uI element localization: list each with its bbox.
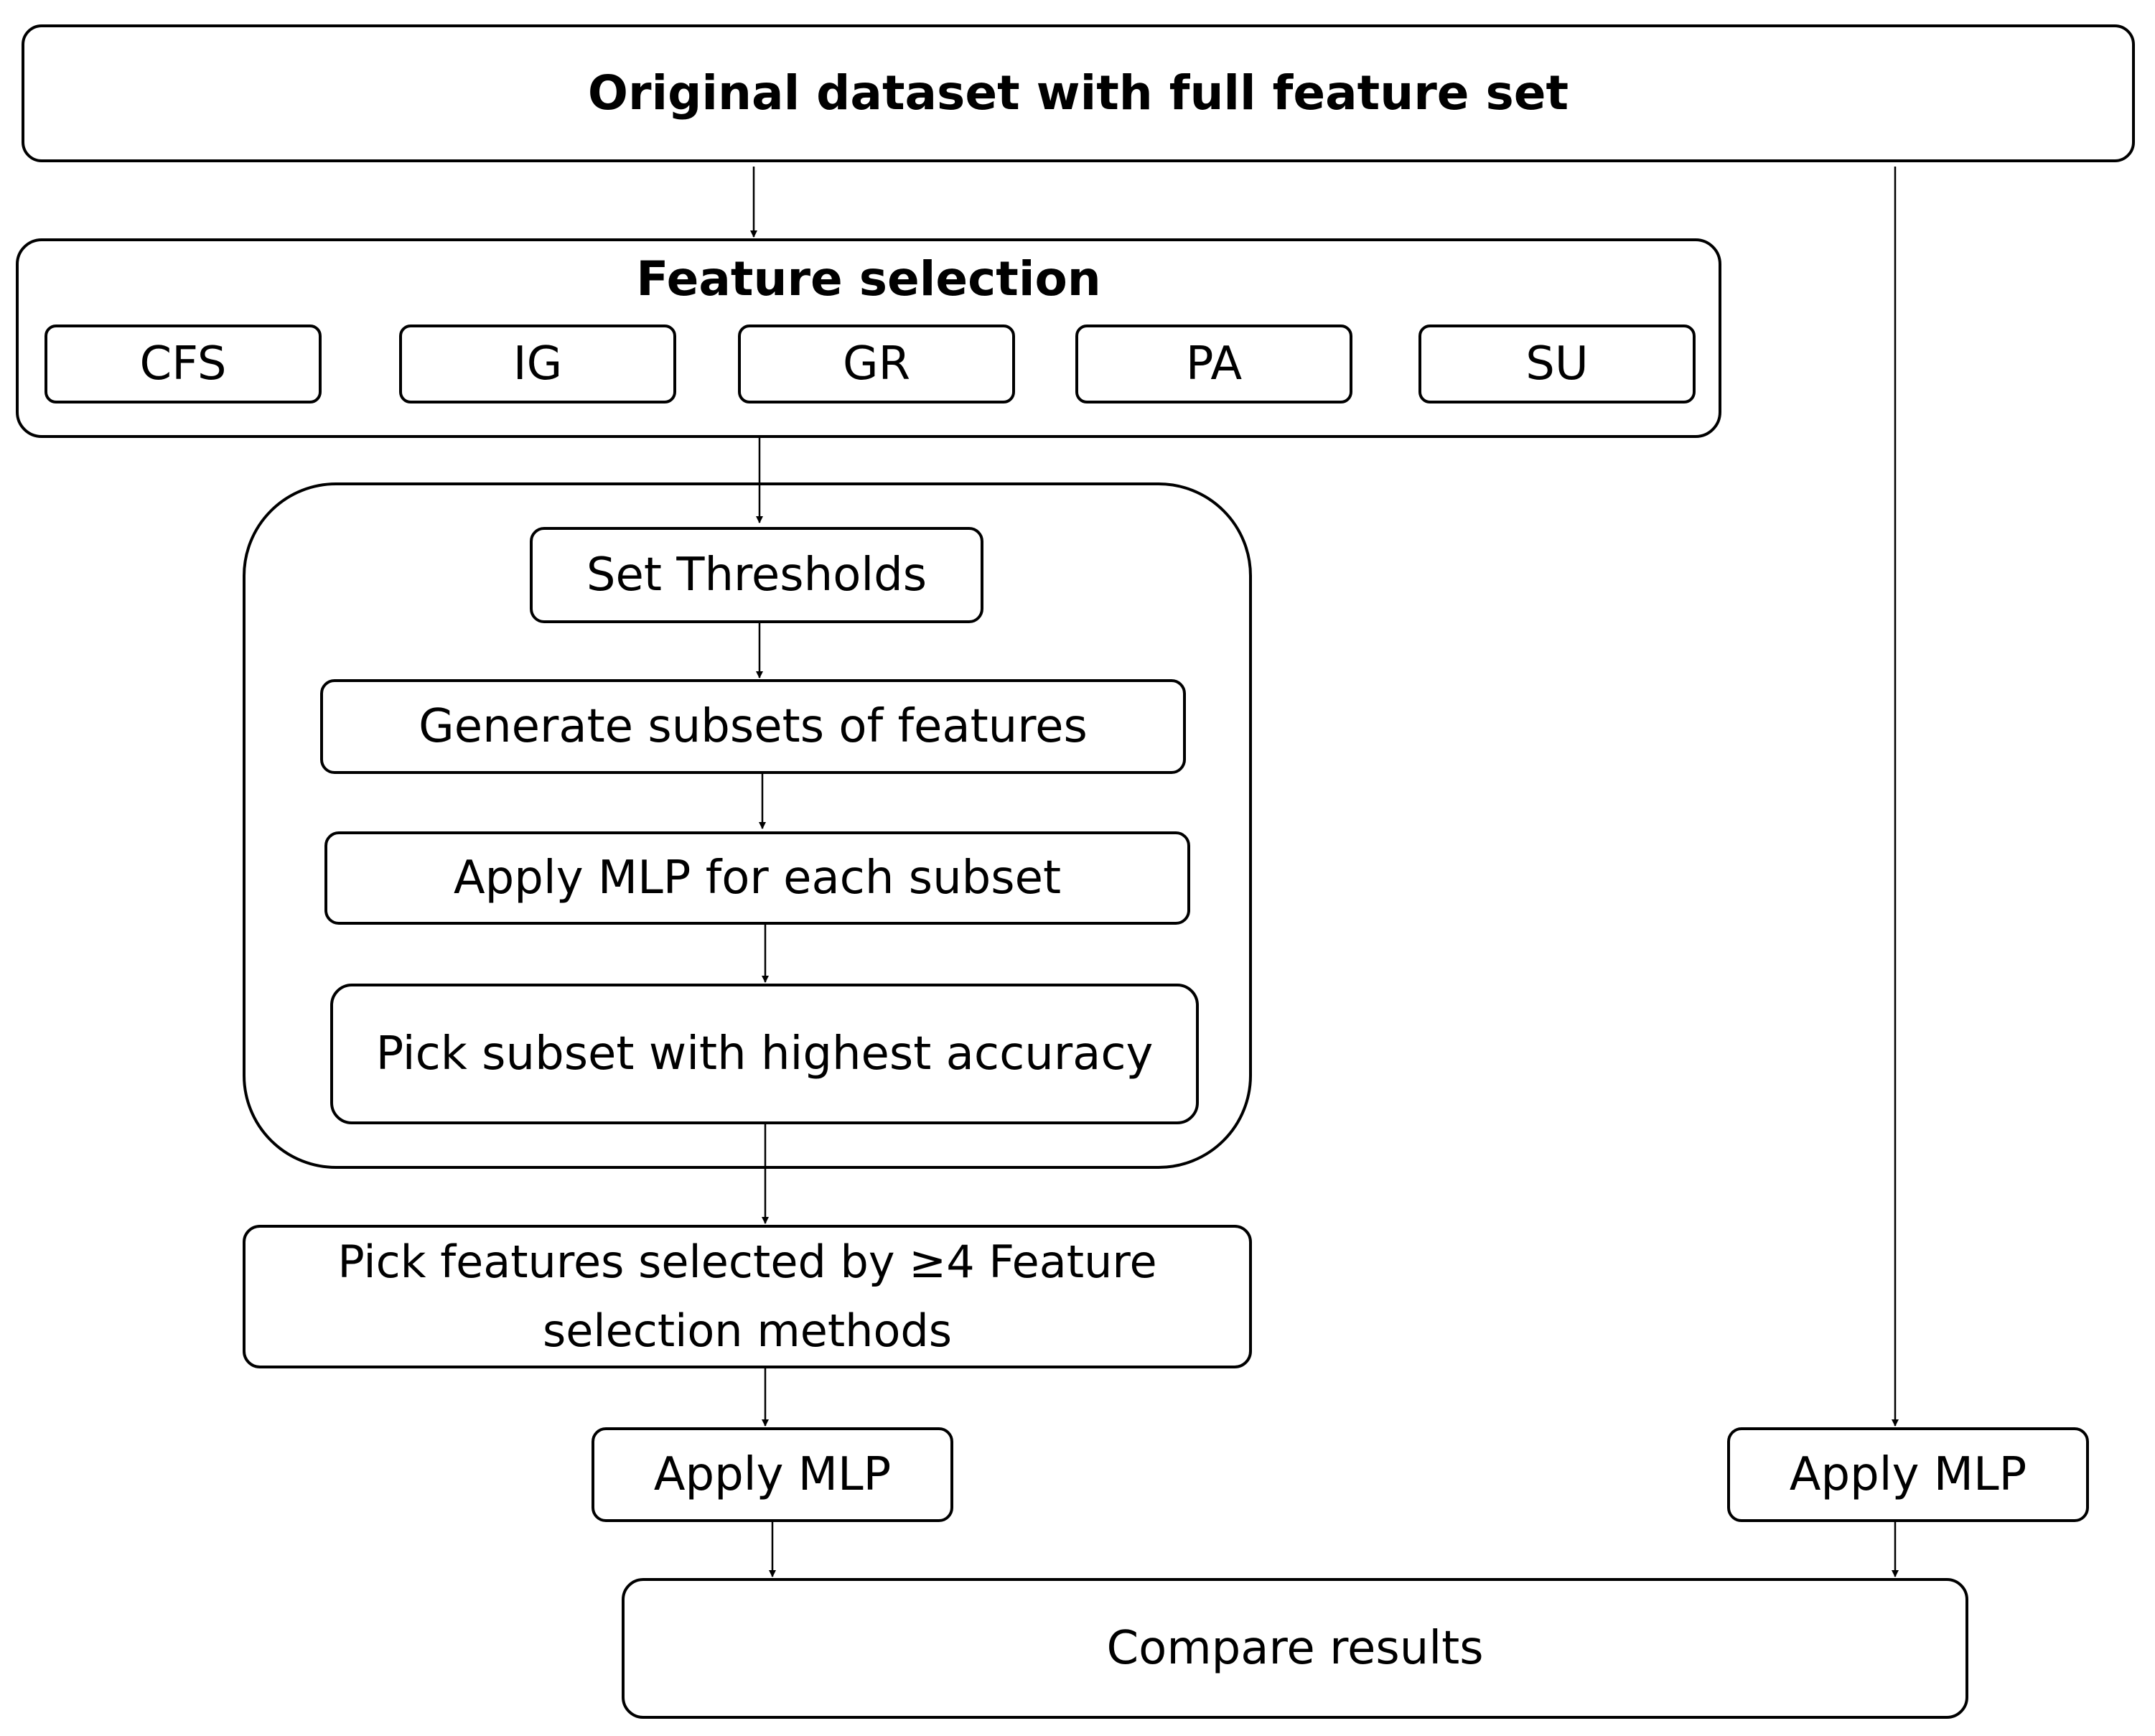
method-label-ig: IG [513,337,563,391]
method-label-pa: PA [1185,337,1243,391]
apply-mlp-each-subset-box: Apply MLP for each subset [324,831,1190,925]
pick-best-subset-label: Pick subset with highest accuracy [375,1027,1154,1081]
method-label-su: SU [1525,337,1589,391]
original-dataset-label: Original dataset with full feature set [587,65,1569,121]
compare-results-box: Compare results [622,1578,1968,1719]
original-dataset-box: Original dataset with full feature set [22,24,2135,162]
method-box-gr: GR [738,325,1015,403]
method-label-gr: GR [842,337,911,391]
generate-subsets-box: Generate subsets of features [320,679,1186,774]
compare-results-label: Compare results [1106,1621,1484,1675]
threshold-loop-container [243,482,1252,1169]
method-box-su: SU [1418,325,1696,403]
method-box-cfs: CFS [45,325,322,403]
feature-selection-title: Feature selection [636,251,1101,307]
apply-mlp-left-label: Apply MLP [653,1447,892,1501]
apply-mlp-right-label: Apply MLP [1789,1447,2027,1501]
pick-best-subset-box: Pick subset with highest accuracy [330,984,1199,1124]
consensus-features-box: Pick features selected by ≥4 Feature sel… [243,1225,1252,1368]
set-thresholds-label: Set Thresholds [586,548,927,602]
method-label-cfs: CFS [139,337,227,391]
generate-subsets-label: Generate subsets of features [419,699,1088,753]
apply-mlp-left-box: Apply MLP [592,1427,953,1522]
method-box-pa: PA [1075,325,1352,403]
method-box-ig: IG [399,325,676,403]
set-thresholds-box: Set Thresholds [530,527,983,623]
apply-mlp-right-box: Apply MLP [1727,1427,2089,1522]
apply-mlp-each-subset-label: Apply MLP for each subset [453,851,1062,905]
consensus-features-label: Pick features selected by ≥4 Feature sel… [337,1235,1157,1357]
